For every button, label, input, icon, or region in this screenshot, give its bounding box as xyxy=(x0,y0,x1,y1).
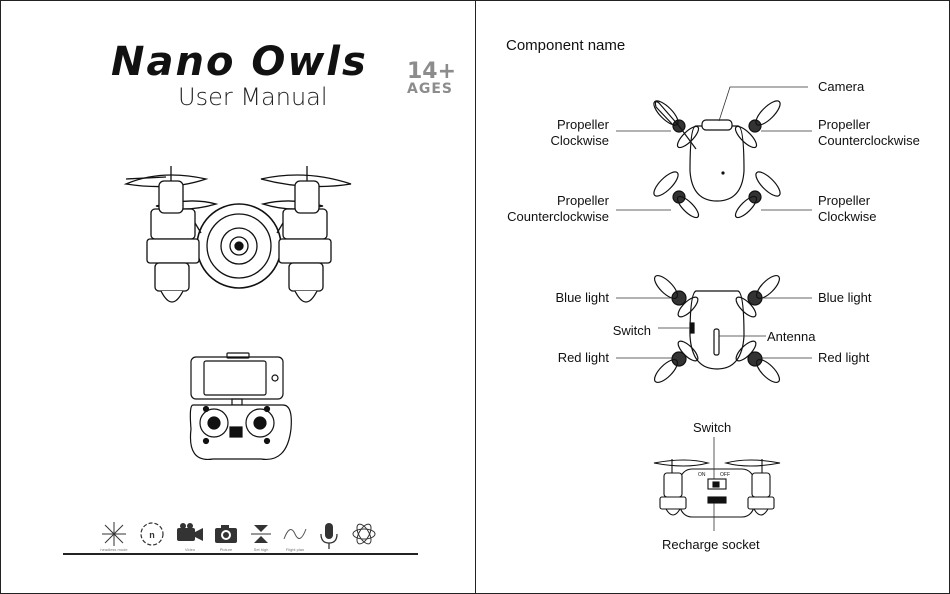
feature-flight-plan: Flight plan xyxy=(277,521,313,552)
label-switch-bottom: Switch xyxy=(476,323,651,339)
switch-on-mark: ON xyxy=(698,472,706,478)
label-red-light-left: Red light xyxy=(476,350,609,366)
label-propeller-left-top: Propeller Clockwise xyxy=(476,117,609,149)
label-propeller-right-top: Propeller Counterclockwise xyxy=(818,117,920,149)
gravity-sensor-icon xyxy=(351,521,377,547)
feature-video: Video xyxy=(172,521,208,552)
flight-plan-icon xyxy=(282,521,308,547)
video-camera-icon xyxy=(175,521,205,547)
bottom-view-drone xyxy=(651,272,783,386)
label-blue-light-right: Blue light xyxy=(818,290,871,306)
feature-360-flip: n xyxy=(134,521,170,547)
remote-controller-illustration xyxy=(1,1,476,594)
feature-voice xyxy=(311,521,347,551)
label-red-light-right: Red light xyxy=(818,350,869,366)
feature-picture: Picture xyxy=(208,521,244,552)
label-propeller-right-bottom: Propeller Clockwise xyxy=(818,193,877,225)
feature-icon-row: headless mode n Video xyxy=(96,521,396,553)
feature-label: Set high xyxy=(243,547,279,552)
photo-camera-icon xyxy=(213,521,239,547)
bottom-rule xyxy=(63,553,418,555)
altitude-hold-icon xyxy=(248,521,274,547)
label-switch-rear: Switch xyxy=(693,420,731,436)
label-blue-light-left: Blue light xyxy=(476,290,609,306)
feature-altitude-hold: Set high xyxy=(243,521,279,552)
rear-view-drone xyxy=(654,459,780,517)
label-camera: Camera xyxy=(818,79,864,95)
headless-mode-icon xyxy=(101,521,127,547)
component-page: Component name xyxy=(475,0,950,594)
feature-label: Picture xyxy=(208,547,244,552)
feature-label: headless mode xyxy=(96,547,132,552)
feature-gravity-sensor xyxy=(346,521,382,547)
360-flip-icon: n xyxy=(139,521,165,547)
svg-text:n: n xyxy=(149,530,155,540)
feature-label: Video xyxy=(172,547,208,552)
feature-headless-mode: headless mode xyxy=(96,521,132,552)
switch-off-mark: OFF xyxy=(720,472,730,478)
top-view-drone xyxy=(650,97,783,220)
cover-page: Nano Owls User Manual 14+ AGES xyxy=(0,0,476,594)
label-antenna: Antenna xyxy=(767,329,815,345)
microphone-icon xyxy=(316,521,342,551)
feature-label: Flight plan xyxy=(277,547,313,552)
label-propeller-left-bottom: Propeller Counterclockwise xyxy=(476,193,609,225)
label-recharge-socket: Recharge socket xyxy=(662,537,760,553)
